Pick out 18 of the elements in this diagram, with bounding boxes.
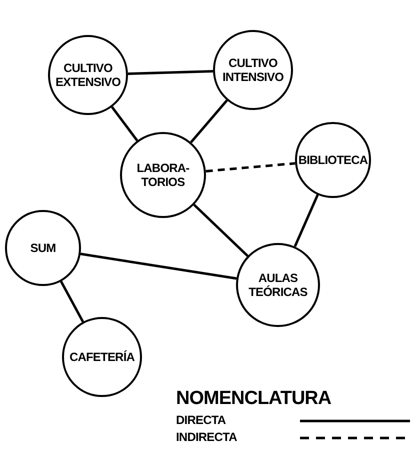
legend-text: DIRECTA [176, 413, 226, 427]
node-label: SUM [30, 240, 56, 256]
legend-text: INDIRECTA [176, 430, 237, 444]
node-label: BIBLIOTECA [298, 152, 368, 168]
connector-line [80, 252, 237, 280]
node-label: CULTIVO EXTENSIVO [54, 60, 122, 90]
connector-line [206, 162, 296, 172]
connector-line [128, 70, 214, 76]
node-label: LABORA- TORIOS [136, 160, 190, 190]
node-label: CAFETERÍA [69, 350, 135, 364]
legend-title: NOMENCLATURA [176, 388, 332, 410]
node-label: AULAS TEÓRICAS [248, 270, 308, 300]
connector-line [190, 100, 228, 144]
connector-line [294, 194, 319, 248]
node-label: CULTIVO INTENSIVO [221, 56, 285, 84]
connector-line [60, 280, 84, 322]
connector-line [111, 106, 138, 142]
connector-line [193, 204, 249, 257]
